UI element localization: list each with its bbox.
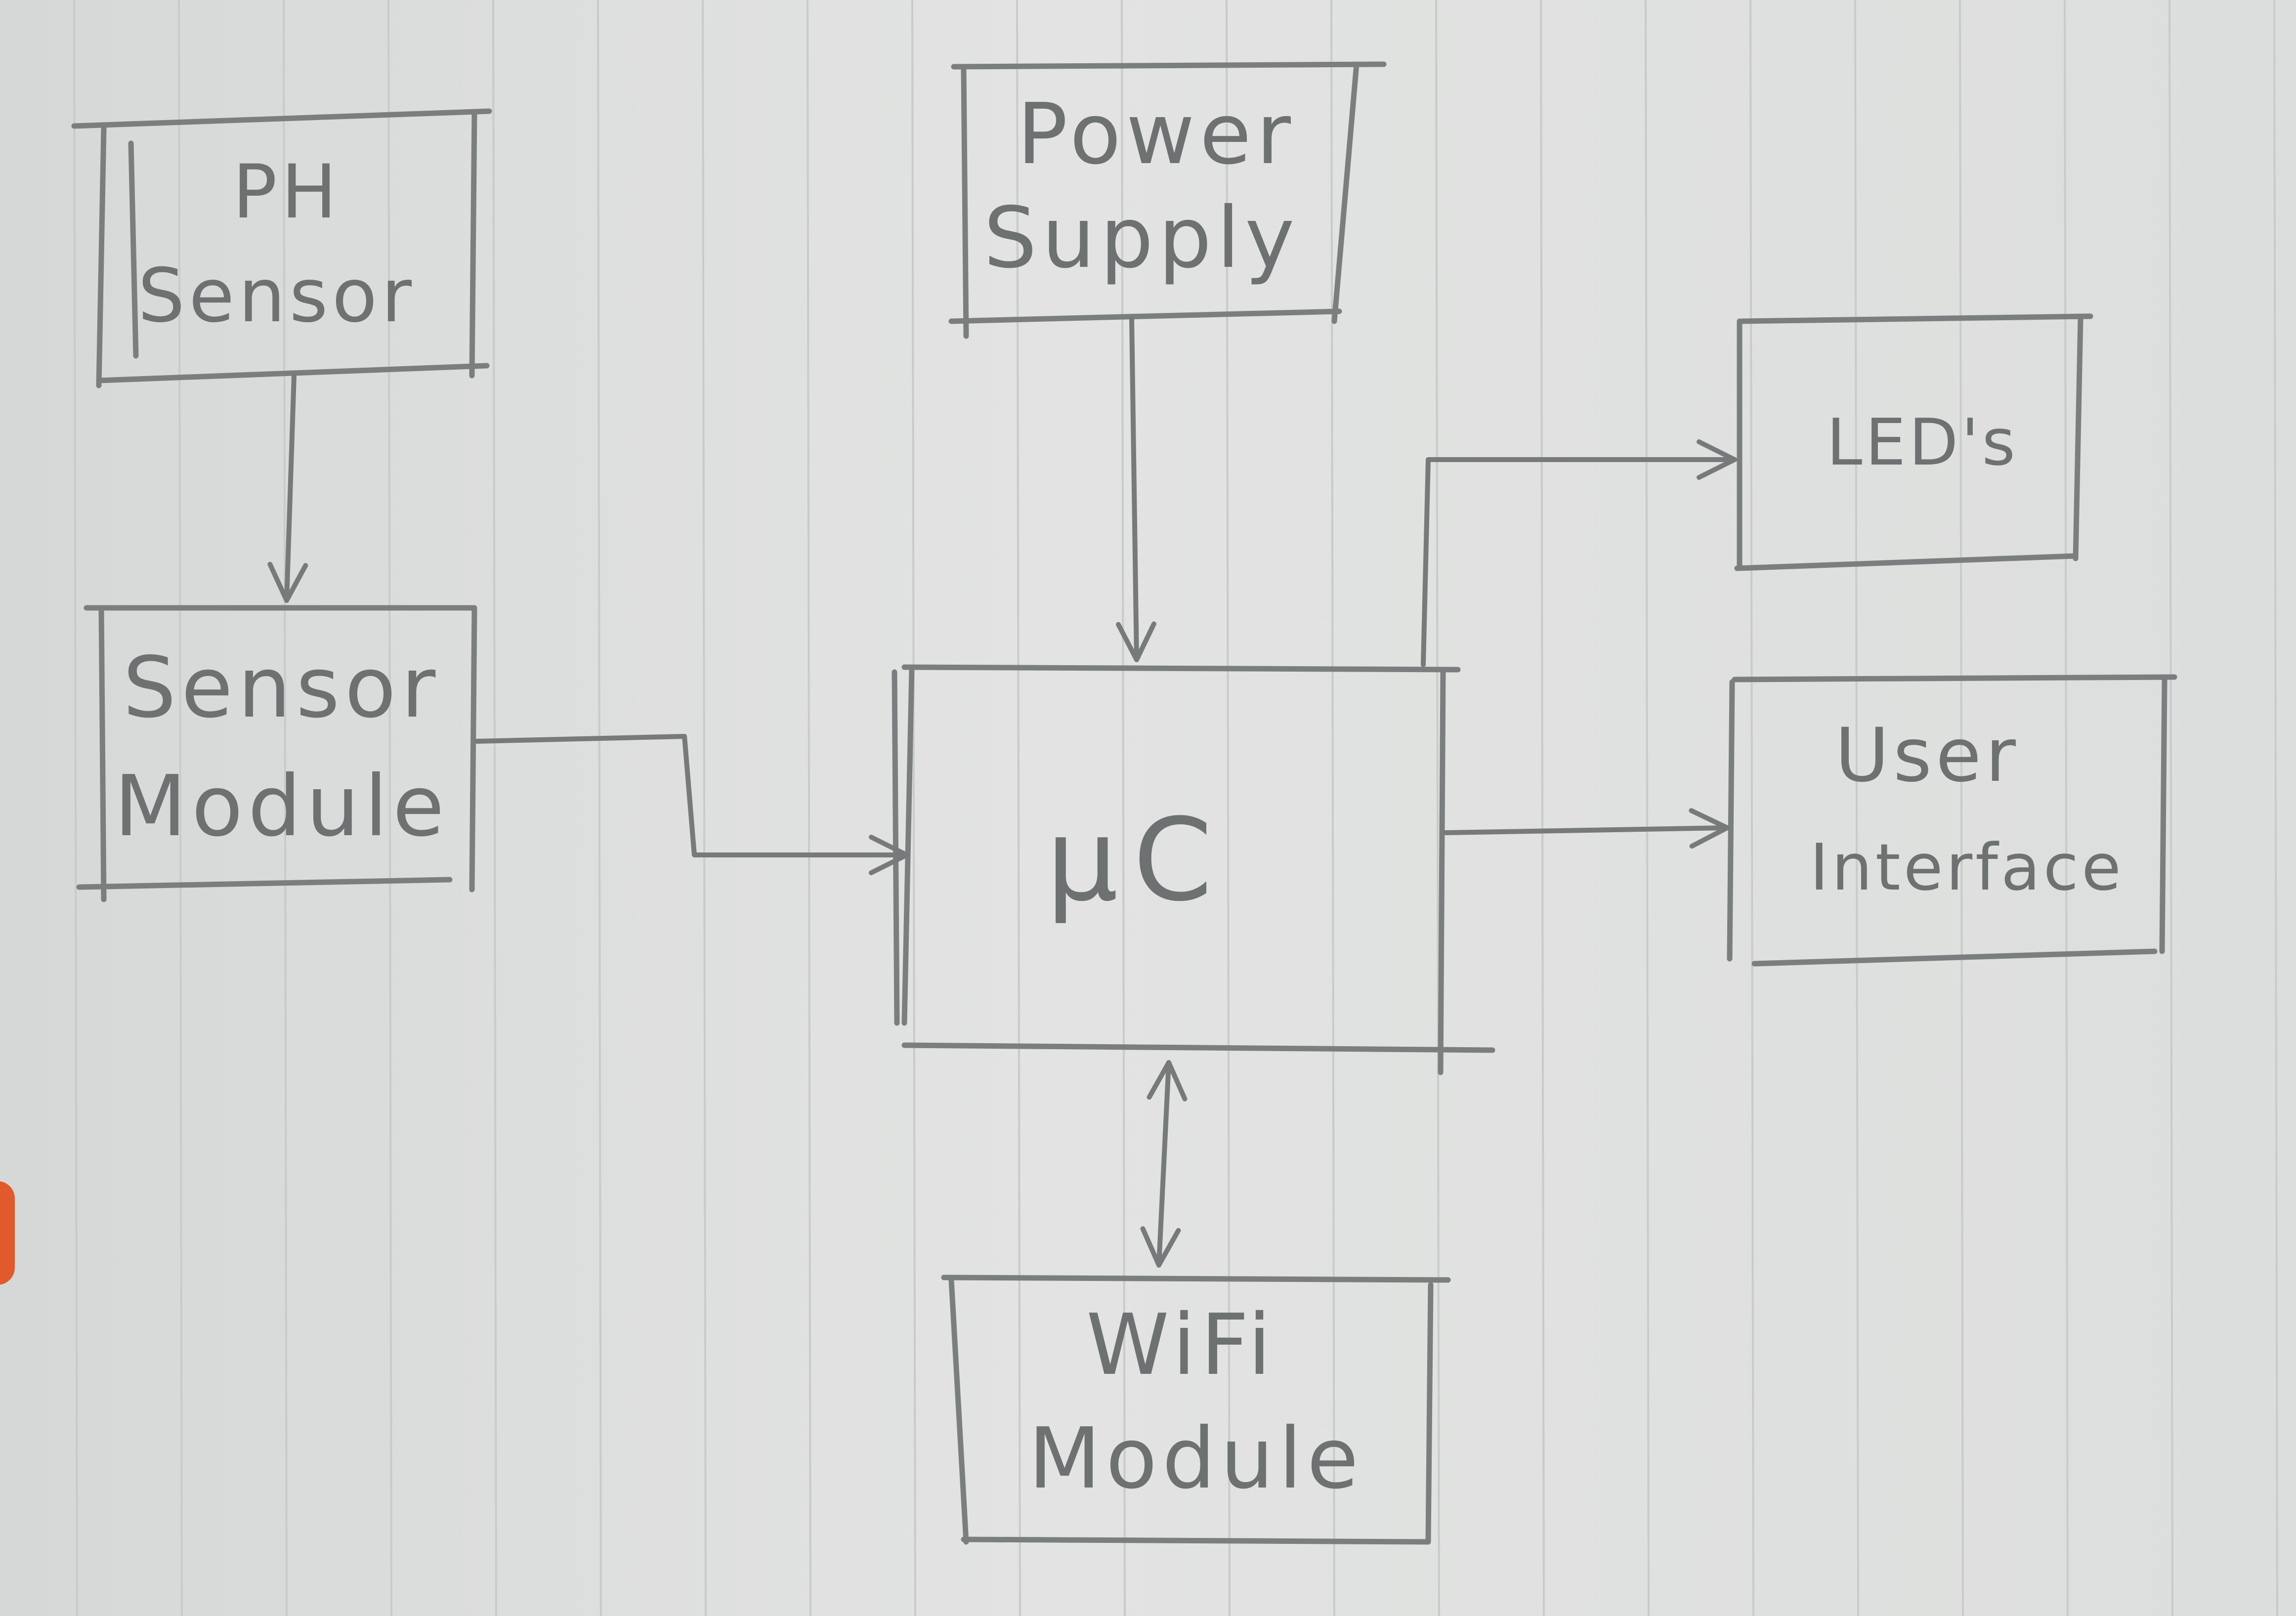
ruling-line [73, 0, 78, 1616]
sensor-module-label-line2: Module [114, 758, 449, 855]
ruling-line [492, 0, 497, 1616]
ruling-line [1435, 0, 1440, 1616]
ruling-line [1645, 0, 1650, 1616]
arrow-power-supply-to-microcontroller [1116, 316, 1156, 662]
ruling-line [1959, 0, 1964, 1616]
wifi-module-block: WiFi Module [941, 1275, 1451, 1545]
user-interface-block: User Interface [1727, 674, 2177, 967]
ruling-line [1330, 0, 1335, 1616]
ruling-line [1749, 0, 1754, 1616]
ruling-line [2064, 0, 2069, 1616]
connections [267, 316, 1737, 1268]
arrow-microcontroller-wifi-bidirectional [1140, 1060, 1188, 1268]
user-interface-label-line2: Interface [1810, 830, 2124, 905]
ruling-line [387, 0, 392, 1616]
ruling-line [2273, 0, 2278, 1616]
power-supply-label-line2: Supply [983, 189, 1299, 287]
user-interface-label-line1: User [1835, 713, 2020, 799]
wifi-module-label-line2: Module [1028, 1410, 1363, 1508]
power-supply-label-line1: Power [1017, 85, 1296, 183]
ph-sensor-block: PH Sensor [71, 108, 492, 388]
ruling-line [178, 0, 183, 1616]
microcontroller-block: μC [892, 664, 1495, 1075]
ph-sensor-label-line1: PH [232, 149, 340, 235]
ruling-line [1016, 0, 1021, 1616]
arrow-microcontroller-to-leds [1421, 439, 1737, 667]
ph-sensor-label-line2: Sensor [138, 253, 416, 339]
microcontroller-label: μC [1046, 795, 1228, 927]
arrow-microcontroller-to-user-interface [1443, 808, 1730, 849]
leds-label: LED's [1827, 405, 2018, 480]
ruling-line [1121, 0, 1126, 1616]
ruling-line [1540, 0, 1545, 1616]
ruling-line [2168, 0, 2173, 1616]
leds-block: LED's [1734, 313, 2093, 571]
sensor-module-block: Sensor Module [76, 605, 477, 902]
ruling-line [597, 0, 602, 1616]
ruling-line [807, 0, 811, 1616]
ruling-line [1854, 0, 1859, 1616]
ruling-line [911, 0, 916, 1616]
arrow-sensor-module-to-microcontroller [474, 734, 909, 875]
arrow-ph-sensor-to-sensor-module [267, 373, 308, 603]
wifi-module-label-line1: WiFi [1086, 1296, 1276, 1394]
ruling-line [283, 0, 288, 1616]
notebook-ruling [73, 0, 2278, 1616]
power-supply-block: Power Supply [948, 61, 1387, 339]
orange-tab-marker [0, 1181, 15, 1285]
ruling-line [702, 0, 707, 1616]
sensor-module-label-line1: Sensor [123, 639, 441, 737]
ruling-line [1226, 0, 1231, 1616]
